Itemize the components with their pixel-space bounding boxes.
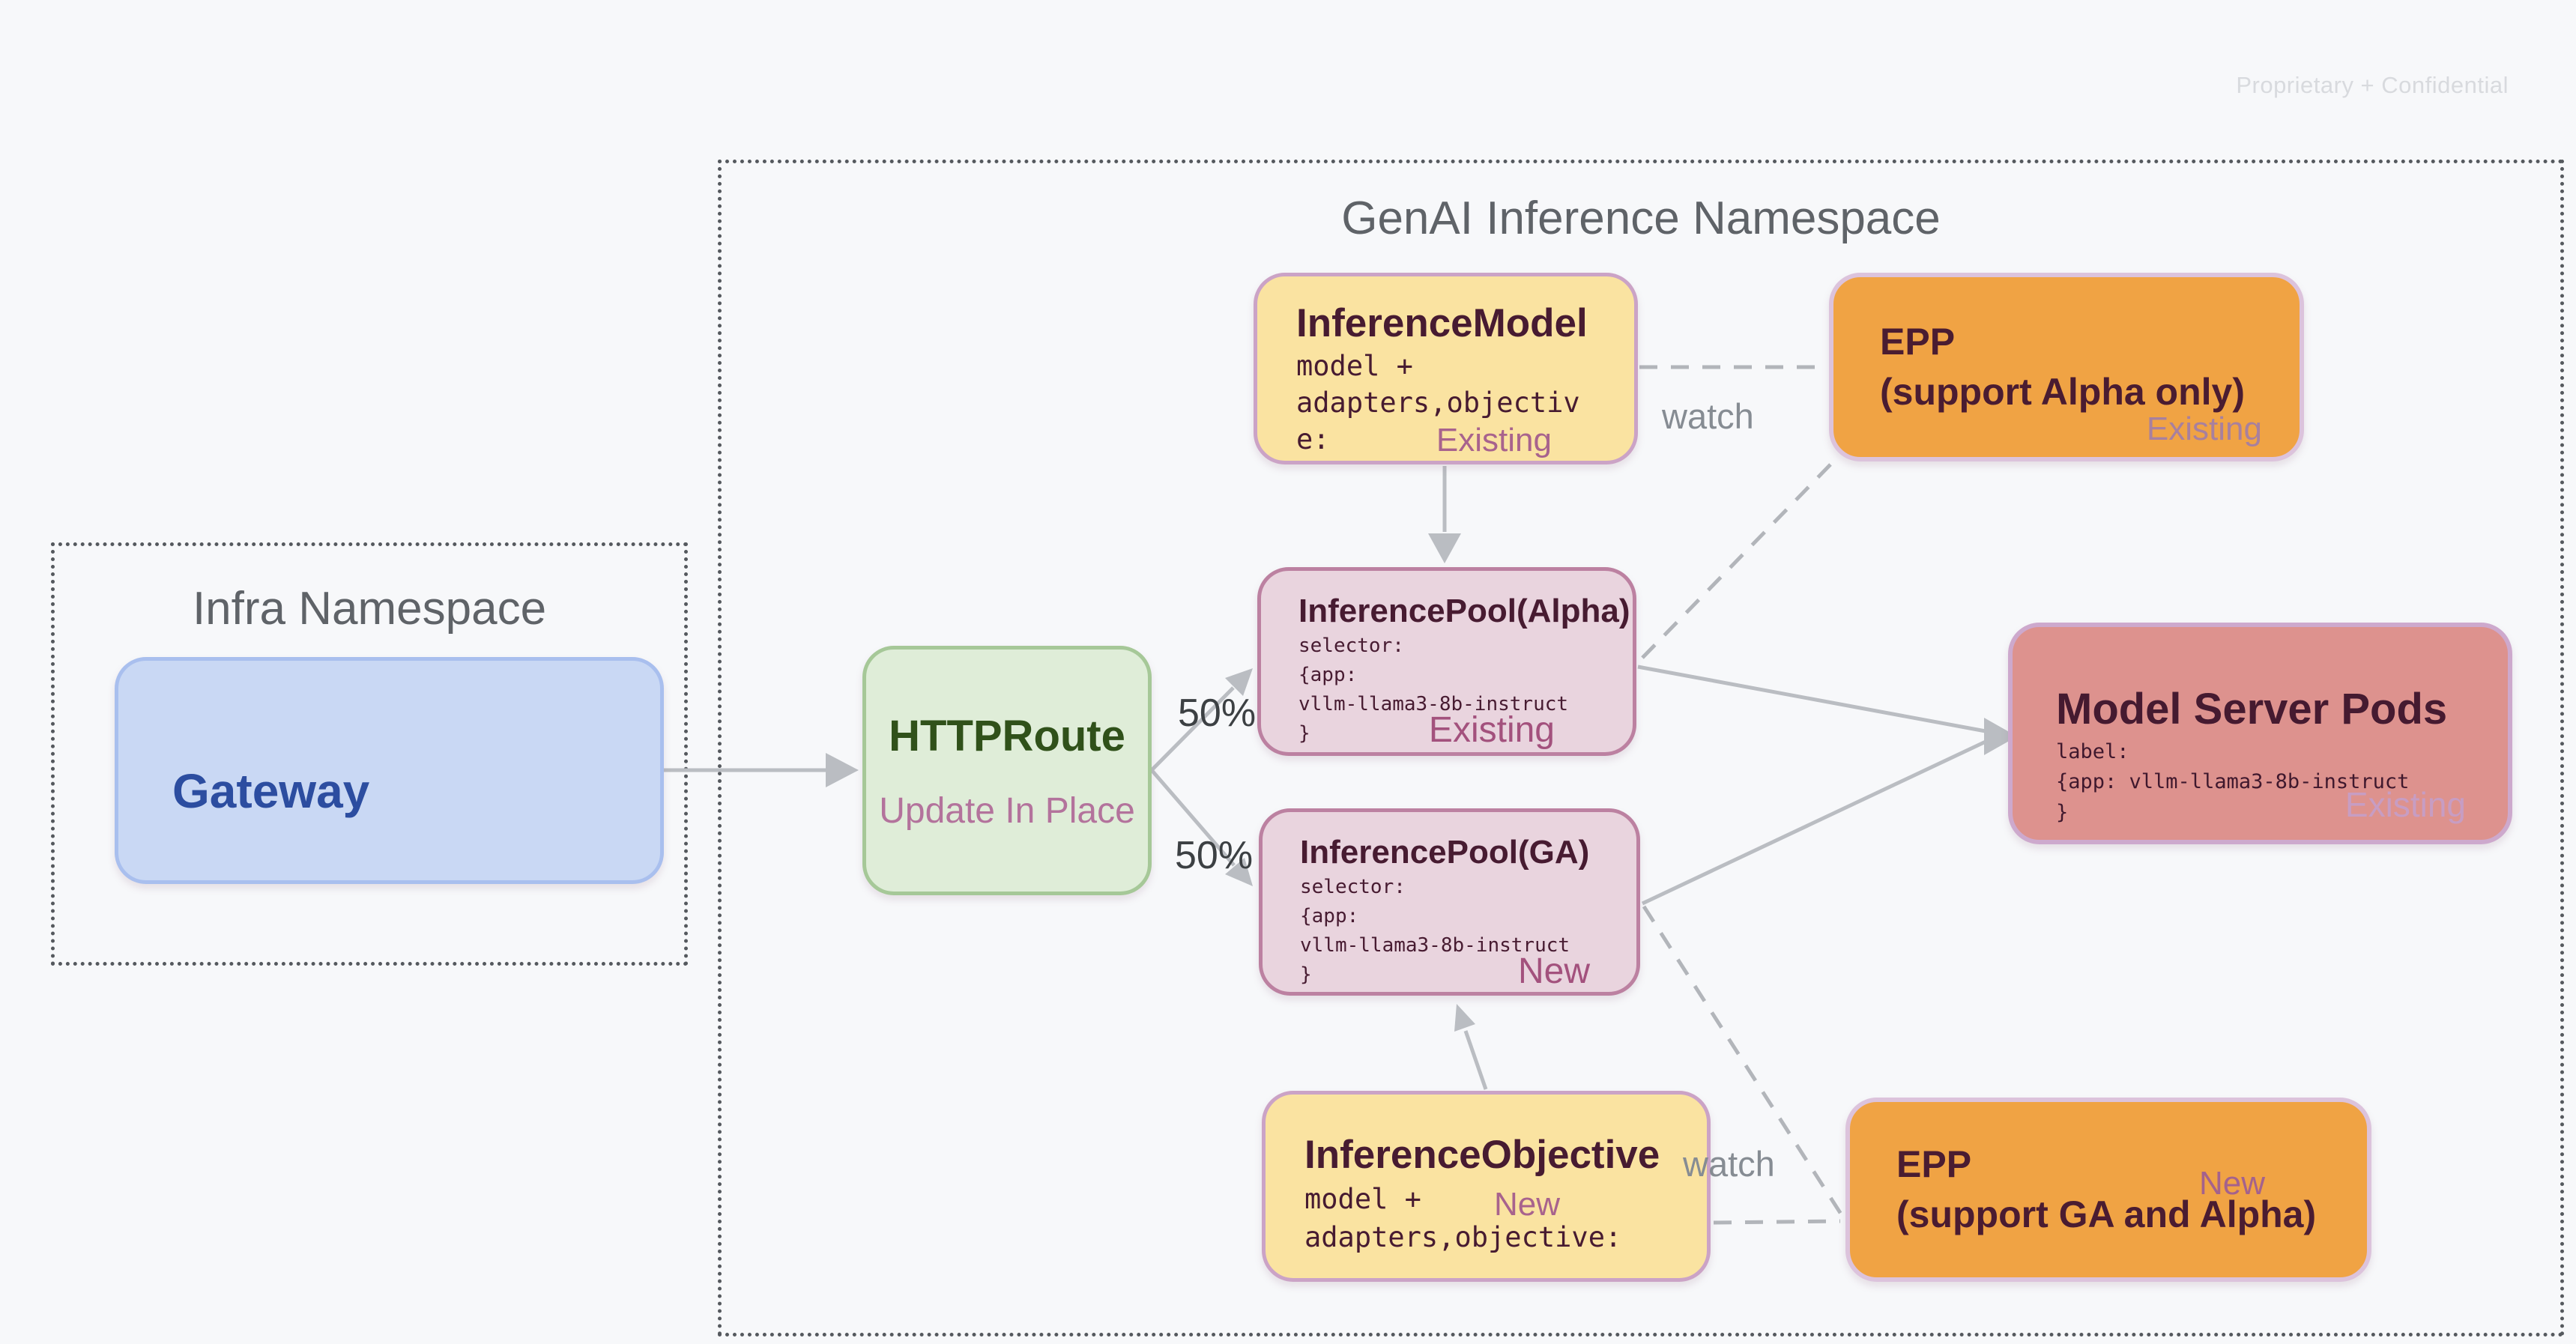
inference-objective-title: InferenceObjective xyxy=(1304,1133,1660,1177)
inference-pool-ga-status-badge: New xyxy=(1517,951,1590,991)
gateway-label: Gateway xyxy=(172,763,370,818)
watch-top-label: watch xyxy=(1662,396,1754,436)
httproute-annotation: Update In Place xyxy=(879,791,1135,832)
inference-pool-ga-node[interactable]: InferencePool(GA) selector: {app: vllm-l… xyxy=(1259,808,1640,996)
watch-bottom-label: watch xyxy=(1683,1144,1775,1184)
gateway-node[interactable]: Gateway xyxy=(115,657,664,884)
epp-ga-node[interactable]: EPP (support GA and Alpha) New xyxy=(1845,1098,2371,1282)
confidential-watermark: Proprietary + Confidential xyxy=(2236,72,2509,98)
epp-ga-status-badge: New xyxy=(2198,1165,2265,1202)
model-server-pods-node[interactable]: Model Server Pods label: {app: vllm-llam… xyxy=(2008,623,2512,844)
epp-alpha-title: EPP (support Alpha only) xyxy=(1880,320,2245,414)
inference-pool-alpha-node[interactable]: InferencePool(Alpha) selector: {app: vll… xyxy=(1257,567,1636,756)
inference-objective-node[interactable]: InferenceObjective model + adapters,obje… xyxy=(1262,1091,1711,1282)
inference-model-status-badge: Existing xyxy=(1436,422,1552,458)
genai-namespace-title: GenAI Inference Namespace xyxy=(1341,193,1941,244)
inference-pool-alpha-status-badge: Existing xyxy=(1428,710,1555,750)
httproute-node[interactable]: HTTPRoute Update In Place xyxy=(862,646,1152,895)
epp-alpha-node[interactable]: EPP (support Alpha only) Existing xyxy=(1829,273,2304,461)
model-server-pods-title: Model Server Pods xyxy=(2056,685,2448,733)
inference-pool-alpha-title: InferencePool(Alpha) xyxy=(1298,593,1630,629)
httproute-label: HTTPRoute xyxy=(889,711,1125,760)
model-server-pods-status-badge: Existing xyxy=(2344,785,2466,824)
inference-model-spec: model + adapters,objectiv e: xyxy=(1296,350,1580,455)
inference-model-title: InferenceModel xyxy=(1296,301,1588,345)
inference-pool-ga-title: InferencePool(GA) xyxy=(1300,834,1590,871)
genai-namespace-container: GenAI Inference Namespace xyxy=(718,160,2564,1337)
epp-ga-title: EPP (support GA and Alpha) xyxy=(1896,1142,2317,1236)
infra-namespace-container: Infra Namespace xyxy=(51,542,688,966)
traffic-split-bottom-label: 50% xyxy=(1175,834,1254,877)
inference-objective-status-badge: New xyxy=(1494,1186,1561,1223)
inference-objective-spec: model + adapters,objective: xyxy=(1304,1183,1622,1254)
infra-namespace-title: Infra Namespace xyxy=(192,583,547,635)
epp-alpha-status-badge: Existing xyxy=(2146,411,2262,447)
inference-model-node[interactable]: InferenceModel model + adapters,objectiv… xyxy=(1254,273,1638,464)
inference-pool-ga-selector: selector: {app: vllm-llama3-8b-instruct … xyxy=(1300,876,1570,986)
traffic-split-top-label: 50% xyxy=(1178,691,1257,735)
inference-pool-alpha-selector: selector: {app: vllm-llama3-8b-instruct … xyxy=(1298,635,1569,745)
model-server-pods-label-spec: label: {app: vllm-llama3-8b-instruct } xyxy=(2056,739,2410,824)
